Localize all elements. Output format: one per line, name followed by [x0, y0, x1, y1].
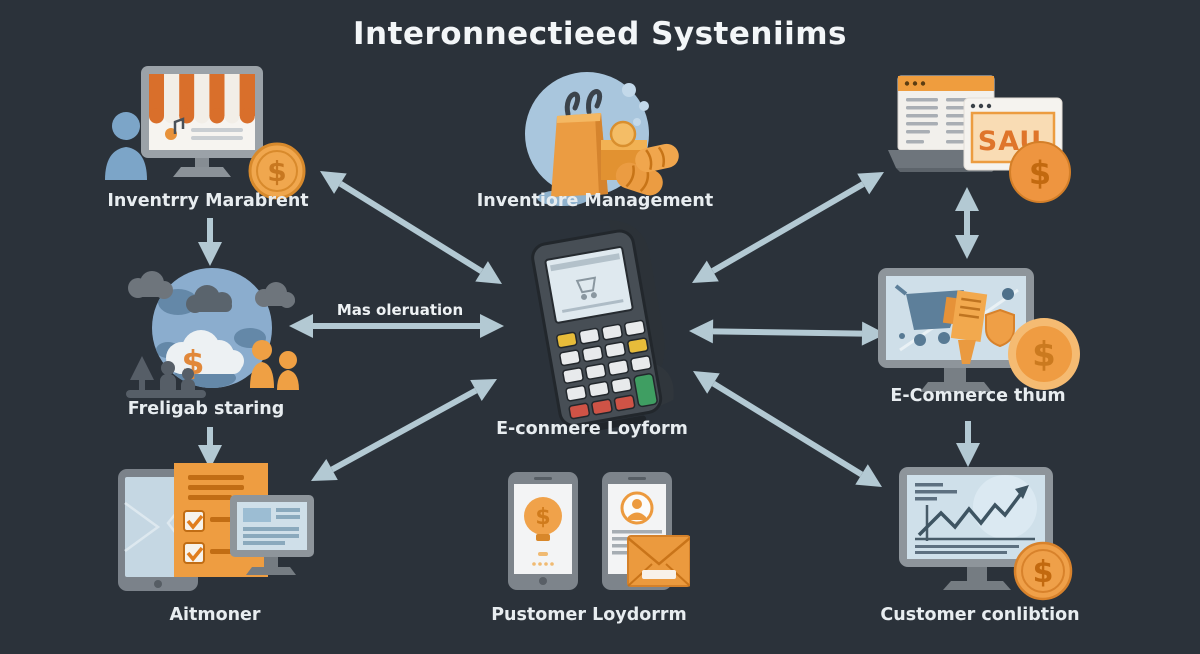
- text-lines: [915, 483, 1019, 554]
- node-label-pustomer: Pustomer Loydorrm: [491, 605, 687, 625]
- people-icons: [250, 340, 299, 390]
- connection-arrow: [198, 427, 222, 469]
- dollar-coin-icon: $: [248, 142, 306, 200]
- phones-message-icon: $: [508, 472, 690, 590]
- svg-text:$: $: [1032, 335, 1056, 375]
- cart-glyph-icon: [575, 276, 597, 300]
- svg-text:$: $: [267, 155, 286, 188]
- connection-arrow: [692, 172, 884, 283]
- connection-arrow: [289, 314, 504, 338]
- connection-arrow: [956, 421, 980, 467]
- monitor-cart-icon: $: [878, 268, 1080, 392]
- shopping-bag-icon: [525, 72, 679, 206]
- globe-cloud-money-icon: $: [126, 268, 299, 398]
- laptop-sale-window-icon: SAU $: [888, 75, 1071, 203]
- node-label-inventiore: Inventiore Management: [476, 191, 714, 211]
- connection-arrow: [320, 171, 502, 284]
- dollar-coin-icon: $: [1009, 141, 1071, 203]
- connection-arrow: [198, 218, 222, 266]
- svg-text:$: $: [1029, 154, 1051, 192]
- gray-cloud-icon: [128, 271, 295, 308]
- arrow-label: Mas oleruation: [336, 301, 464, 319]
- monitor-icon: [230, 495, 314, 575]
- connection-arrow: [689, 319, 886, 346]
- connection-arrow: [693, 371, 882, 487]
- keypad-icon: [556, 319, 658, 420]
- svg-text:$: $: [1033, 555, 1054, 590]
- node-label-aitmoner: Aitmoner: [169, 605, 261, 625]
- phone-bulb-icon: $: [508, 472, 578, 590]
- awning-icon: [149, 74, 255, 124]
- node-label-inventory: Inventrry Marabrent: [107, 191, 309, 211]
- connection-arrow: [311, 379, 497, 481]
- monitor-chart-coin-icon: $: [899, 467, 1073, 601]
- node-label-ecomnerce: E-Comnerce thum: [890, 386, 1066, 406]
- storefront-monitor-icon: $: [105, 66, 306, 200]
- svg-text:$: $: [535, 505, 550, 530]
- envelope-icon: [627, 535, 690, 587]
- shield-icon: [985, 308, 1015, 348]
- connection-arrow: [955, 187, 979, 259]
- page-title: Interonnectieed Systeniims: [353, 16, 847, 52]
- node-label-econmere: E-conmere Loyform: [496, 419, 688, 439]
- dollar-coin-icon: $: [1008, 318, 1080, 390]
- storm-cloud-icon: [186, 285, 232, 313]
- person-icon: [105, 112, 147, 180]
- node-label-customer: Customer conlibtion: [880, 605, 1080, 625]
- node-label-freligab: Freligab staring: [127, 399, 285, 419]
- silhouettes-icon: [126, 356, 206, 398]
- coin-roll-icon: [635, 143, 679, 173]
- pos-terminal-icon: [531, 220, 674, 433]
- receipt-icon: [942, 290, 988, 342]
- tablet-checklist-icon: [118, 463, 314, 591]
- dollar-coin-icon: $: [1013, 541, 1073, 601]
- line-chart-icon: [917, 489, 1025, 537]
